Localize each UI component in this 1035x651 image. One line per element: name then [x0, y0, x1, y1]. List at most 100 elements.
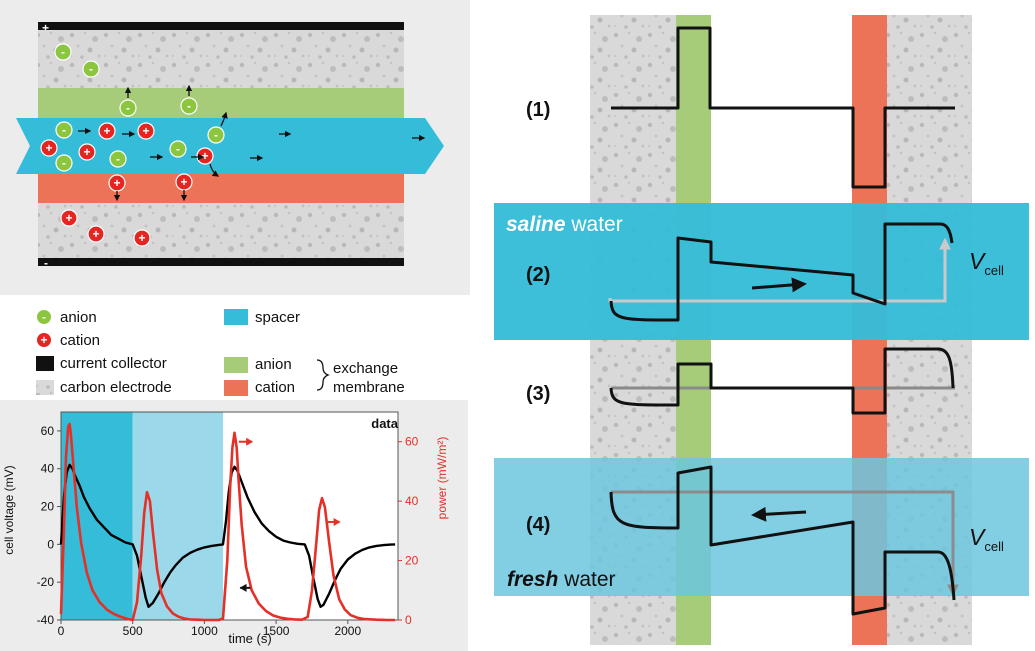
profile-4-vcell-arrow [611, 490, 959, 597]
vcell-label-saline: Vcell [969, 248, 1004, 278]
profile-1-line [611, 26, 955, 189]
x-tick-label: 500 [123, 624, 143, 638]
vcell-sub: cell [984, 539, 1004, 554]
vcell-sub: cell [984, 263, 1004, 278]
y-left-tick-label: 40 [41, 462, 55, 476]
stage-1-label: (1) [526, 99, 550, 121]
legend-electrode-label: carbon electrode [60, 379, 172, 396]
legend-exchange-label: exchange [333, 360, 398, 377]
anion-ion-sign: - [62, 123, 66, 137]
cell-schematic: + - ---------++++++++++ [0, 0, 470, 295]
saline-water-band [494, 203, 1029, 340]
stage-4-label: (4) [526, 514, 550, 536]
ion-migration-arrow [209, 163, 220, 177]
ion-migration-arrow [220, 111, 228, 127]
stage-3-label: (3) [526, 383, 550, 405]
cation-ion-sign: + [180, 175, 187, 189]
legend-anion-icon-symbol: - [42, 310, 46, 324]
y-left-tick-label: 20 [41, 500, 55, 514]
cation-ion-circle [133, 229, 151, 247]
cation-ion-circle [60, 209, 78, 227]
legend-cation-membrane-swatch [224, 380, 248, 396]
legend-brace [316, 359, 330, 391]
legend-cation-label: cation [60, 332, 100, 349]
fresh-water-band [494, 458, 1029, 596]
fresh-word: fresh [507, 568, 558, 591]
anion-ion-circle [54, 43, 72, 61]
fresh-water-word: water [558, 568, 615, 591]
anion-ion-sign: - [126, 101, 130, 115]
anion-ion-circle [119, 99, 137, 117]
stage-2-label: (2) [526, 264, 550, 286]
y-right-tick-label: 20 [405, 554, 419, 568]
legend: - anion + cation current collector carbo… [36, 309, 405, 396]
cation-ion: + [196, 147, 214, 165]
chart-title: data [371, 416, 399, 431]
legend-anion-icon [37, 310, 51, 324]
cation-ion: + [175, 173, 193, 191]
cation-ion-sign: + [103, 124, 110, 138]
anion-ion-circle [180, 97, 198, 115]
cation-ion: + [108, 174, 126, 192]
legend-electrode-swatch [36, 380, 54, 395]
power-axis-arrow-head [246, 437, 254, 446]
anion-ion: - [82, 60, 100, 78]
ion-flow-arrows [78, 84, 426, 202]
fresh-water-label: fresh water [507, 568, 616, 591]
anion-ion-sign: - [187, 99, 191, 113]
profile-2-vcell-arrow [608, 237, 951, 303]
x-tick-label: 0 [58, 624, 65, 638]
cation-ion: + [133, 229, 151, 247]
chart-shaded-region-2 [132, 412, 224, 620]
cation-ion-sign: + [83, 145, 90, 159]
legend-cation-icon [37, 333, 51, 347]
cation-exchange-membrane [38, 174, 404, 203]
anion-exchange-membrane [38, 88, 404, 118]
profile-4-line [609, 465, 956, 616]
anion-ion-sign: - [62, 156, 66, 170]
power-axis-arrow-head [333, 517, 341, 526]
chart-y-axis-right-label: power (mW/m²) [435, 437, 449, 520]
anion-ion-sign: - [176, 142, 180, 156]
legend-anion-membrane-swatch [224, 357, 248, 373]
legend-collector-label: current collector [60, 355, 167, 372]
top-current-collector [38, 22, 404, 30]
cation-ion: + [87, 225, 105, 243]
cation-ion-sign: + [113, 176, 120, 190]
y-right-tick-label: 0 [405, 613, 412, 627]
anion-ion-sign: - [214, 128, 218, 142]
bottom-current-collector [38, 258, 404, 266]
ions: ---------++++++++++ [40, 43, 225, 247]
legend-anion-label: anion [60, 309, 97, 326]
anion-ion-sign: - [89, 62, 93, 76]
x-tick-label: 1500 [263, 624, 290, 638]
cation-ion: + [40, 139, 58, 157]
legend-collector-swatch [36, 356, 54, 371]
cation-ion-sign: + [65, 211, 72, 225]
anion-ion-circle [169, 140, 187, 158]
cation-ion: + [60, 209, 78, 227]
saline-water-word: water [566, 213, 623, 236]
voltage-series-line [59, 463, 396, 608]
saline-word: saline [506, 213, 566, 236]
legend-anion-membrane-label: anion [255, 356, 292, 373]
anion-ion: - [54, 43, 72, 61]
collector-minus-sign: - [44, 256, 48, 270]
profile-3-line [609, 347, 955, 415]
y-left-tick-label: -20 [37, 575, 55, 589]
legend-cation-icon-symbol: + [40, 333, 47, 347]
legend-spacer-swatch [224, 309, 248, 325]
cation-ion-circle [137, 122, 155, 140]
y-right-tick-label: 60 [405, 435, 419, 449]
cation-ion-sign: + [45, 141, 52, 155]
anion-ion: - [109, 150, 127, 168]
cation-ion: + [78, 143, 96, 161]
y-right-tick-label: 40 [405, 494, 419, 508]
anion-ion: - [169, 140, 187, 158]
top-carbon-electrode [38, 30, 404, 88]
legend-membrane-label: membrane [333, 379, 405, 396]
cation-ion-circle [78, 143, 96, 161]
cation-ion-circle [40, 139, 58, 157]
